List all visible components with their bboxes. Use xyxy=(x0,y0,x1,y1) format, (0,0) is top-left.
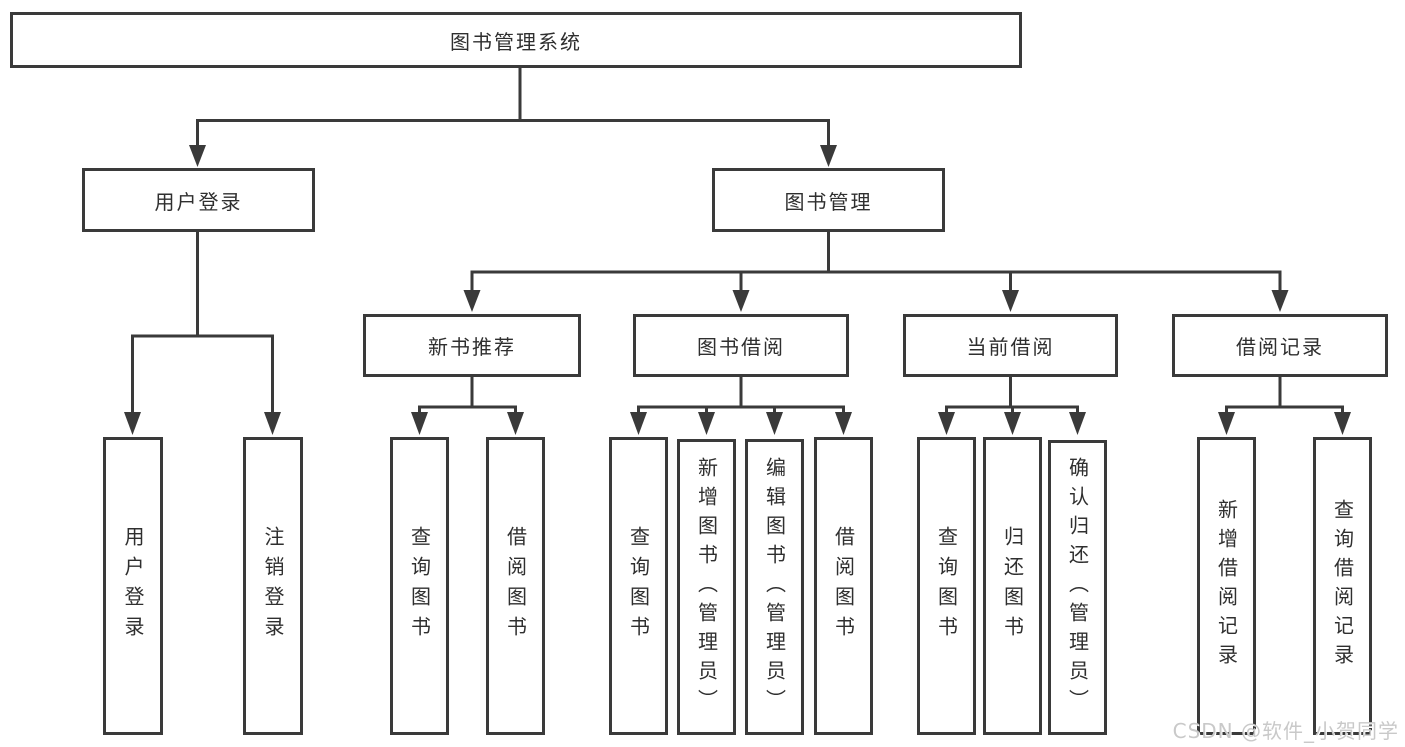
leaf-borrow-borrow-books-label: 借阅图书 xyxy=(831,526,856,646)
leaf-user-login-label: 用户登录 xyxy=(121,526,145,646)
node-book-management-label: 图书管理 xyxy=(784,189,873,214)
node-borrowing-records: 借阅记录 xyxy=(1172,314,1388,377)
leaf-newbook-borrow-books: 借阅图书 xyxy=(486,437,545,735)
leaf-current-query-books-label: 查询图书 xyxy=(934,526,959,646)
leaf-current-return-books: 归还图书 xyxy=(983,437,1042,735)
node-root-library-system: 图书管理系统 xyxy=(10,12,1022,68)
leaf-borrow-add-books-admin: 新增图书（管理员） xyxy=(677,439,736,735)
node-book-management: 图书管理 xyxy=(712,168,945,232)
node-current-borrowing-label: 当前借阅 xyxy=(966,335,1055,359)
node-user-login: 用户登录 xyxy=(82,168,315,232)
node-current-borrowing: 当前借阅 xyxy=(903,314,1118,377)
node-new-book-recommendation: 新书推荐 xyxy=(363,314,581,377)
leaf-borrow-query-books: 查询图书 xyxy=(609,437,668,735)
leaf-newbook-query-books: 查询图书 xyxy=(390,437,449,735)
node-root-label: 图书管理系统 xyxy=(450,29,582,54)
csdn-watermark: CSDN @软件_小贺同学 xyxy=(1172,719,1399,743)
node-book-borrowing: 图书借阅 xyxy=(633,314,849,377)
leaf-current-confirm-return-admin: 确认归还（管理员） xyxy=(1048,440,1107,735)
leaf-newbook-query-books-label: 查询图书 xyxy=(407,526,432,646)
leaf-current-return-books-label: 归还图书 xyxy=(1000,526,1025,646)
leaf-logout: 注销登录 xyxy=(243,437,303,735)
node-new-book-recommendation-label: 新书推荐 xyxy=(428,335,516,359)
node-borrowing-records-label: 借阅记录 xyxy=(1236,335,1324,359)
leaf-records-query-record-label: 查询借阅记录 xyxy=(1330,499,1355,673)
leaf-records-add-record: 新增借阅记录 xyxy=(1197,437,1256,735)
leaf-user-login: 用户登录 xyxy=(103,437,163,735)
leaf-borrow-edit-books-admin-label: 编辑图书（管理员） xyxy=(762,456,787,718)
node-user-login-label: 用户登录 xyxy=(154,189,243,214)
leaf-current-query-books: 查询图书 xyxy=(917,437,976,735)
leaf-borrow-query-books-label: 查询图书 xyxy=(626,526,651,646)
node-book-borrowing-label: 图书借阅 xyxy=(697,335,785,359)
leaf-newbook-borrow-books-label: 借阅图书 xyxy=(503,526,528,646)
leaf-borrow-edit-books-admin: 编辑图书（管理员） xyxy=(745,439,804,735)
leaf-borrow-borrow-books: 借阅图书 xyxy=(814,437,873,735)
leaf-records-query-record: 查询借阅记录 xyxy=(1313,437,1372,735)
leaf-records-add-record-label: 新增借阅记录 xyxy=(1214,499,1239,673)
leaf-logout-label: 注销登录 xyxy=(261,526,285,646)
leaf-borrow-add-books-admin-label: 新增图书（管理员） xyxy=(694,456,719,718)
leaf-current-confirm-return-admin-label: 确认归还（管理员） xyxy=(1065,457,1090,718)
